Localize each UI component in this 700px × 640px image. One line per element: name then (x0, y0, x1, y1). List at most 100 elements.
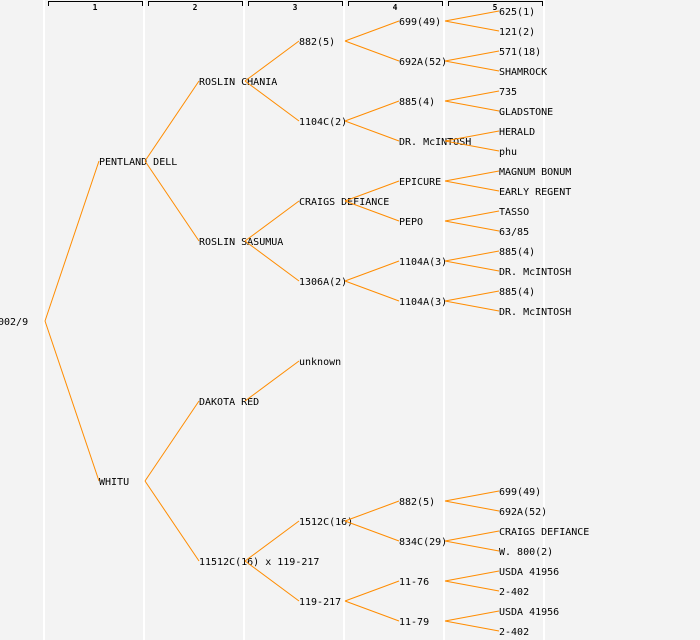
pedigree-link (344, 580, 400, 602)
ancestor-label: 699(49) (499, 487, 541, 498)
ancestor-label: 121(2) (499, 27, 535, 38)
pedigree-link (444, 130, 500, 142)
ancestor-label: 119-217 (299, 597, 341, 608)
ancestor-label: 882(5) (299, 37, 335, 48)
pedigree-link (344, 100, 400, 122)
ancestor-label: DR. McINTOSH (399, 137, 471, 148)
ancestor-label: 2-402 (499, 587, 529, 598)
column-bracket (48, 1, 143, 6)
pedigree-link (444, 90, 500, 102)
pedigree-link (444, 140, 500, 152)
ancestor-label: PENTLAND DELL (99, 157, 177, 168)
ancestor-label: USDA 41956 (499, 607, 559, 618)
ancestor-label: ROSLIN SASUMUA (199, 237, 283, 248)
pedigree-link (444, 10, 500, 22)
pedigree-link (444, 300, 500, 312)
ancestor-label: 63/85 (499, 227, 529, 238)
ancestor-label: SHAMROCK (499, 67, 547, 78)
ancestor-label: PEPO (399, 217, 423, 228)
pedigree-link (444, 580, 500, 592)
root-node-label: 002/9 (0, 317, 28, 328)
ancestor-label: 699(49) (399, 17, 441, 28)
pedigree-link (444, 210, 500, 222)
pedigree-link (444, 610, 500, 622)
pedigree-link (244, 40, 300, 82)
column-bracket (248, 1, 343, 6)
ancestor-label: CRAIGS DEFIANCE (499, 527, 589, 538)
pedigree-link (444, 620, 500, 632)
ancestor-label: 11512C(16) x 119-217 (199, 557, 319, 568)
pedigree-link (444, 20, 500, 32)
column-number: 3 (293, 3, 298, 12)
ancestor-label: 735 (499, 87, 517, 98)
ancestor-label: TASSO (499, 207, 529, 218)
ancestor-label: 834C(29) (399, 537, 447, 548)
ancestor-label: 1104C(2) (299, 117, 347, 128)
ancestor-label: 571(18) (499, 47, 541, 58)
ancestor-label: 1104A(3) (399, 297, 447, 308)
pedigree-link (344, 260, 400, 282)
pedigree-link (444, 250, 500, 262)
ancestor-label: unknown (299, 357, 341, 368)
ancestor-label: USDA 41956 (499, 567, 559, 578)
ancestor-label: DR. McINTOSH (499, 267, 571, 278)
pedigree-link (244, 520, 300, 562)
pedigree-link (444, 100, 500, 112)
pedigree-link (244, 80, 300, 122)
ancestor-label: 882(5) (399, 497, 435, 508)
pedigree-link (344, 20, 400, 42)
pedigree-link (444, 50, 500, 62)
pedigree-link (344, 600, 400, 622)
ancestor-label: 885(4) (399, 97, 435, 108)
ancestor-label: 885(4) (499, 287, 535, 298)
pedigree-link (444, 500, 500, 512)
column-number: 5 (493, 3, 498, 12)
pedigree-link (444, 180, 500, 192)
pedigree-link (444, 570, 500, 582)
pedigree-link (444, 260, 500, 272)
pedigree-link (344, 40, 400, 62)
pedigree-link (144, 480, 200, 562)
pedigree-link (44, 160, 100, 322)
pedigree-link (344, 180, 400, 202)
ancestor-label: 625(1) (499, 7, 535, 18)
ancestor-label: MAGNUM BONUM (499, 167, 571, 178)
ancestor-label: GLADSTONE (499, 107, 553, 118)
ancestor-label: 11-79 (399, 617, 429, 628)
column-bracket (448, 1, 543, 6)
ancestor-label: EARLY REGENT (499, 187, 571, 198)
pedigree-link (244, 360, 300, 402)
pedigree-link (244, 200, 300, 242)
pedigree-link (144, 80, 200, 162)
ancestor-label: 692A(52) (399, 57, 447, 68)
ancestor-label: 11-76 (399, 577, 429, 588)
ancestor-label: DR. McINTOSH (499, 307, 571, 318)
column-number: 2 (193, 3, 198, 12)
column-number: 1 (93, 3, 98, 12)
ancestor-label: 1306A(2) (299, 277, 347, 288)
ancestor-label: W. 800(2) (499, 547, 553, 558)
pedigree-link (144, 160, 200, 242)
pedigree-link (444, 290, 500, 302)
pedigree-link (444, 490, 500, 502)
pedigree-link (444, 540, 500, 552)
ancestor-label: 1104A(3) (399, 257, 447, 268)
ancestor-label: CRAIGS DEFIANCE (299, 197, 389, 208)
ancestor-label: 692A(52) (499, 507, 547, 518)
pedigree-link (444, 60, 500, 72)
ancestor-label: ROSLIN CHANIA (199, 77, 277, 88)
column-bracket (348, 1, 443, 6)
pedigree-link (344, 520, 400, 542)
ancestor-label: DAKOTA RED (199, 397, 259, 408)
column-number: 4 (393, 3, 398, 12)
pedigree-link (444, 170, 500, 182)
pedigree-link (244, 560, 300, 602)
pedigree-link (244, 240, 300, 282)
pedigree-link (44, 320, 100, 482)
pedigree-link (444, 530, 500, 542)
column-bracket (148, 1, 243, 6)
ancestor-label: WHITU (99, 477, 129, 488)
ancestor-label: 2-402 (499, 627, 529, 638)
